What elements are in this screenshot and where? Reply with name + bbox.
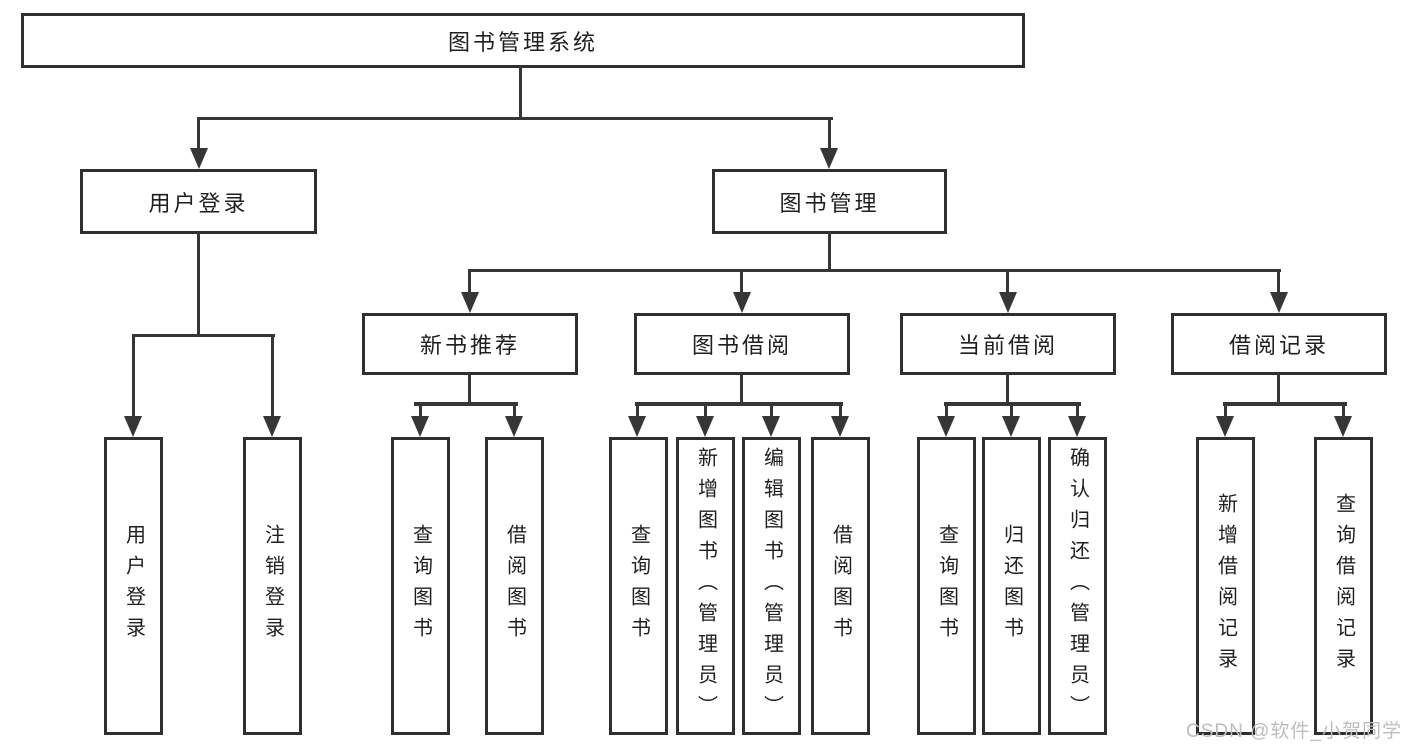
connector-line bbox=[513, 402, 516, 420]
node-user-login: 用户登录 bbox=[80, 169, 317, 234]
node-label: 查询图书 bbox=[935, 524, 958, 648]
connector-line bbox=[1223, 402, 1347, 406]
node-label: 图书管理 bbox=[779, 190, 880, 216]
node-label: 注销登录 bbox=[261, 524, 284, 648]
connector-line bbox=[828, 232, 831, 272]
connector-line bbox=[519, 66, 522, 119]
arrow-down-icon bbox=[999, 292, 1017, 313]
arrow-down-icon bbox=[628, 416, 646, 437]
leaf-user-login: 用户登录 bbox=[104, 437, 163, 735]
leaf-edit-books-admin: 编辑图书（管理员） bbox=[742, 437, 801, 735]
node-book-management: 图书管理 bbox=[712, 169, 947, 234]
connector-line bbox=[197, 232, 200, 337]
node-label: 新书推荐 bbox=[419, 333, 520, 358]
node-label: 编辑图书（管理员） bbox=[760, 446, 783, 726]
connector-line bbox=[740, 373, 743, 406]
node-label: 图书管理系统 bbox=[447, 29, 598, 55]
leaf-query-borrow-record: 查询借阅记录 bbox=[1314, 437, 1373, 735]
node-label: 当前借阅 bbox=[957, 333, 1058, 358]
connector-line bbox=[635, 402, 843, 406]
connector-line bbox=[132, 334, 275, 337]
csdn-watermark: CSDN @软件_小贺同学 bbox=[1186, 721, 1402, 742]
leaf-confirm-return-admin: 确认归还（管理员） bbox=[1048, 437, 1107, 735]
connector-line bbox=[1006, 373, 1009, 406]
arrow-down-icon bbox=[696, 416, 714, 437]
connector-line bbox=[740, 269, 743, 299]
connector-line bbox=[704, 402, 707, 420]
arrow-down-icon bbox=[1216, 416, 1234, 437]
arrow-down-icon bbox=[1270, 292, 1288, 313]
node-label: 借阅记录 bbox=[1228, 333, 1329, 358]
arrow-down-icon bbox=[733, 292, 751, 313]
node-label: 新增图书（管理员） bbox=[694, 446, 717, 726]
leaf-query-books-current: 查询图书 bbox=[917, 437, 976, 735]
connector-line bbox=[1277, 269, 1280, 299]
node-new-book-recommend: 新书推荐 bbox=[362, 313, 578, 375]
leaf-logout: 注销登录 bbox=[243, 437, 302, 735]
node-label: 查询图书 bbox=[627, 524, 650, 648]
connector-line bbox=[636, 402, 639, 420]
arrow-down-icon bbox=[505, 416, 523, 437]
arrow-down-icon bbox=[411, 416, 429, 437]
node-label: 用户登录 bbox=[148, 190, 249, 216]
connector-line bbox=[1076, 402, 1079, 420]
arrow-down-icon bbox=[263, 416, 281, 437]
arrow-down-icon bbox=[190, 148, 208, 169]
arrow-down-icon bbox=[820, 148, 838, 169]
connector-line bbox=[414, 402, 518, 406]
connector-line bbox=[1006, 269, 1009, 299]
connector-line bbox=[419, 402, 422, 420]
connector-line bbox=[271, 334, 274, 419]
connector-line bbox=[839, 402, 842, 420]
node-label: 借阅图书 bbox=[503, 524, 526, 648]
arrow-down-icon bbox=[124, 416, 142, 437]
node-label: 归还图书 bbox=[1000, 524, 1023, 648]
leaf-return-books: 归还图书 bbox=[982, 437, 1041, 735]
node-label: 查询借阅记录 bbox=[1332, 493, 1355, 679]
arrow-down-icon bbox=[1002, 416, 1020, 437]
connector-line bbox=[1342, 402, 1345, 420]
leaf-add-books-admin: 新增图书（管理员） bbox=[676, 437, 735, 735]
arrow-down-icon bbox=[762, 416, 780, 437]
leaf-borrow-books-recommend: 借阅图书 bbox=[485, 437, 544, 735]
connector-line bbox=[197, 117, 200, 151]
leaf-borrow-books: 借阅图书 bbox=[811, 437, 870, 735]
connector-line bbox=[132, 334, 135, 419]
leaf-query-books-recommend: 查询图书 bbox=[391, 437, 450, 735]
leaf-query-books-borrowing: 查询图书 bbox=[609, 437, 668, 735]
connector-line bbox=[828, 117, 831, 151]
connector-line bbox=[1224, 402, 1227, 420]
arrow-down-icon bbox=[1068, 416, 1086, 437]
node-current-borrowing: 当前借阅 bbox=[900, 313, 1116, 375]
arrow-down-icon bbox=[831, 416, 849, 437]
connector-line bbox=[770, 402, 773, 420]
node-label: 确认归还（管理员） bbox=[1066, 446, 1089, 726]
node-book-borrowing: 图书借阅 bbox=[634, 313, 850, 375]
node-label: 图书借阅 bbox=[691, 333, 792, 358]
connector-line bbox=[1277, 373, 1280, 406]
node-label: 查询图书 bbox=[409, 524, 432, 648]
node-label: 借阅图书 bbox=[829, 524, 852, 648]
node-label: 用户登录 bbox=[122, 524, 145, 648]
arrow-down-icon bbox=[461, 292, 479, 313]
node-label: 新增借阅记录 bbox=[1214, 493, 1237, 679]
connector-line bbox=[197, 117, 833, 120]
leaf-add-borrow-record: 新增借阅记录 bbox=[1196, 437, 1255, 735]
connector-line bbox=[945, 402, 948, 420]
connector-line bbox=[468, 269, 1281, 272]
arrow-down-icon bbox=[1334, 416, 1352, 437]
node-borrowing-records: 借阅记录 bbox=[1171, 313, 1387, 375]
connector-line bbox=[1010, 402, 1013, 420]
node-library-management-system: 图书管理系统 bbox=[21, 13, 1025, 68]
arrow-down-icon bbox=[937, 416, 955, 437]
connector-line bbox=[468, 373, 471, 406]
connector-line bbox=[468, 269, 471, 299]
